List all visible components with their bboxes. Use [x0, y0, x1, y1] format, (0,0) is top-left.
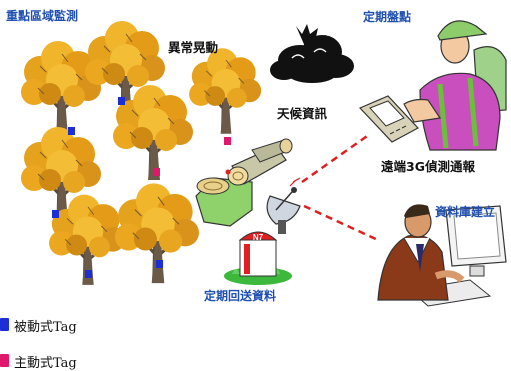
passive-tag-swatch [0, 318, 9, 331]
passive-tag [85, 270, 92, 278]
active-tag-swatch [0, 354, 9, 367]
focus-area-label: 重點區域監測 [6, 9, 79, 23]
return-data-label: 定期回送資料 [204, 289, 277, 303]
active-tag [224, 137, 231, 145]
inventory-label: 定期盤點 [363, 10, 412, 24]
storm-cloud-icon [270, 24, 354, 83]
passive-tag [156, 260, 163, 268]
handheld-device-icon [358, 95, 419, 143]
satellite-dish-icon [266, 177, 301, 234]
remote-3g-label: 遠端3G偵測通報 [381, 159, 475, 174]
active-tag [153, 168, 160, 176]
anomaly-label: 異常晃動 [168, 40, 219, 55]
passive-tag [52, 210, 59, 218]
passive-tag [118, 97, 125, 105]
active-tag-legend: 主動式Tag [14, 356, 77, 371]
link-to-handheld [301, 132, 371, 184]
link-to-database [303, 204, 379, 242]
tree-7 [113, 181, 201, 285]
hiker-icon [403, 20, 507, 151]
worker-at-computer-icon [377, 204, 507, 307]
marker-post-label: N7 [253, 233, 264, 242]
database-label: 資料庫建立 [435, 205, 496, 219]
marker-post-icon: N7 [224, 231, 292, 285]
fallen-log-icon [195, 138, 293, 227]
tree-5 [187, 46, 263, 136]
weather-label: 天候資訊 [277, 106, 328, 121]
passive-tag [68, 127, 75, 135]
passive-tag-legend: 被動式Tag [14, 320, 77, 335]
